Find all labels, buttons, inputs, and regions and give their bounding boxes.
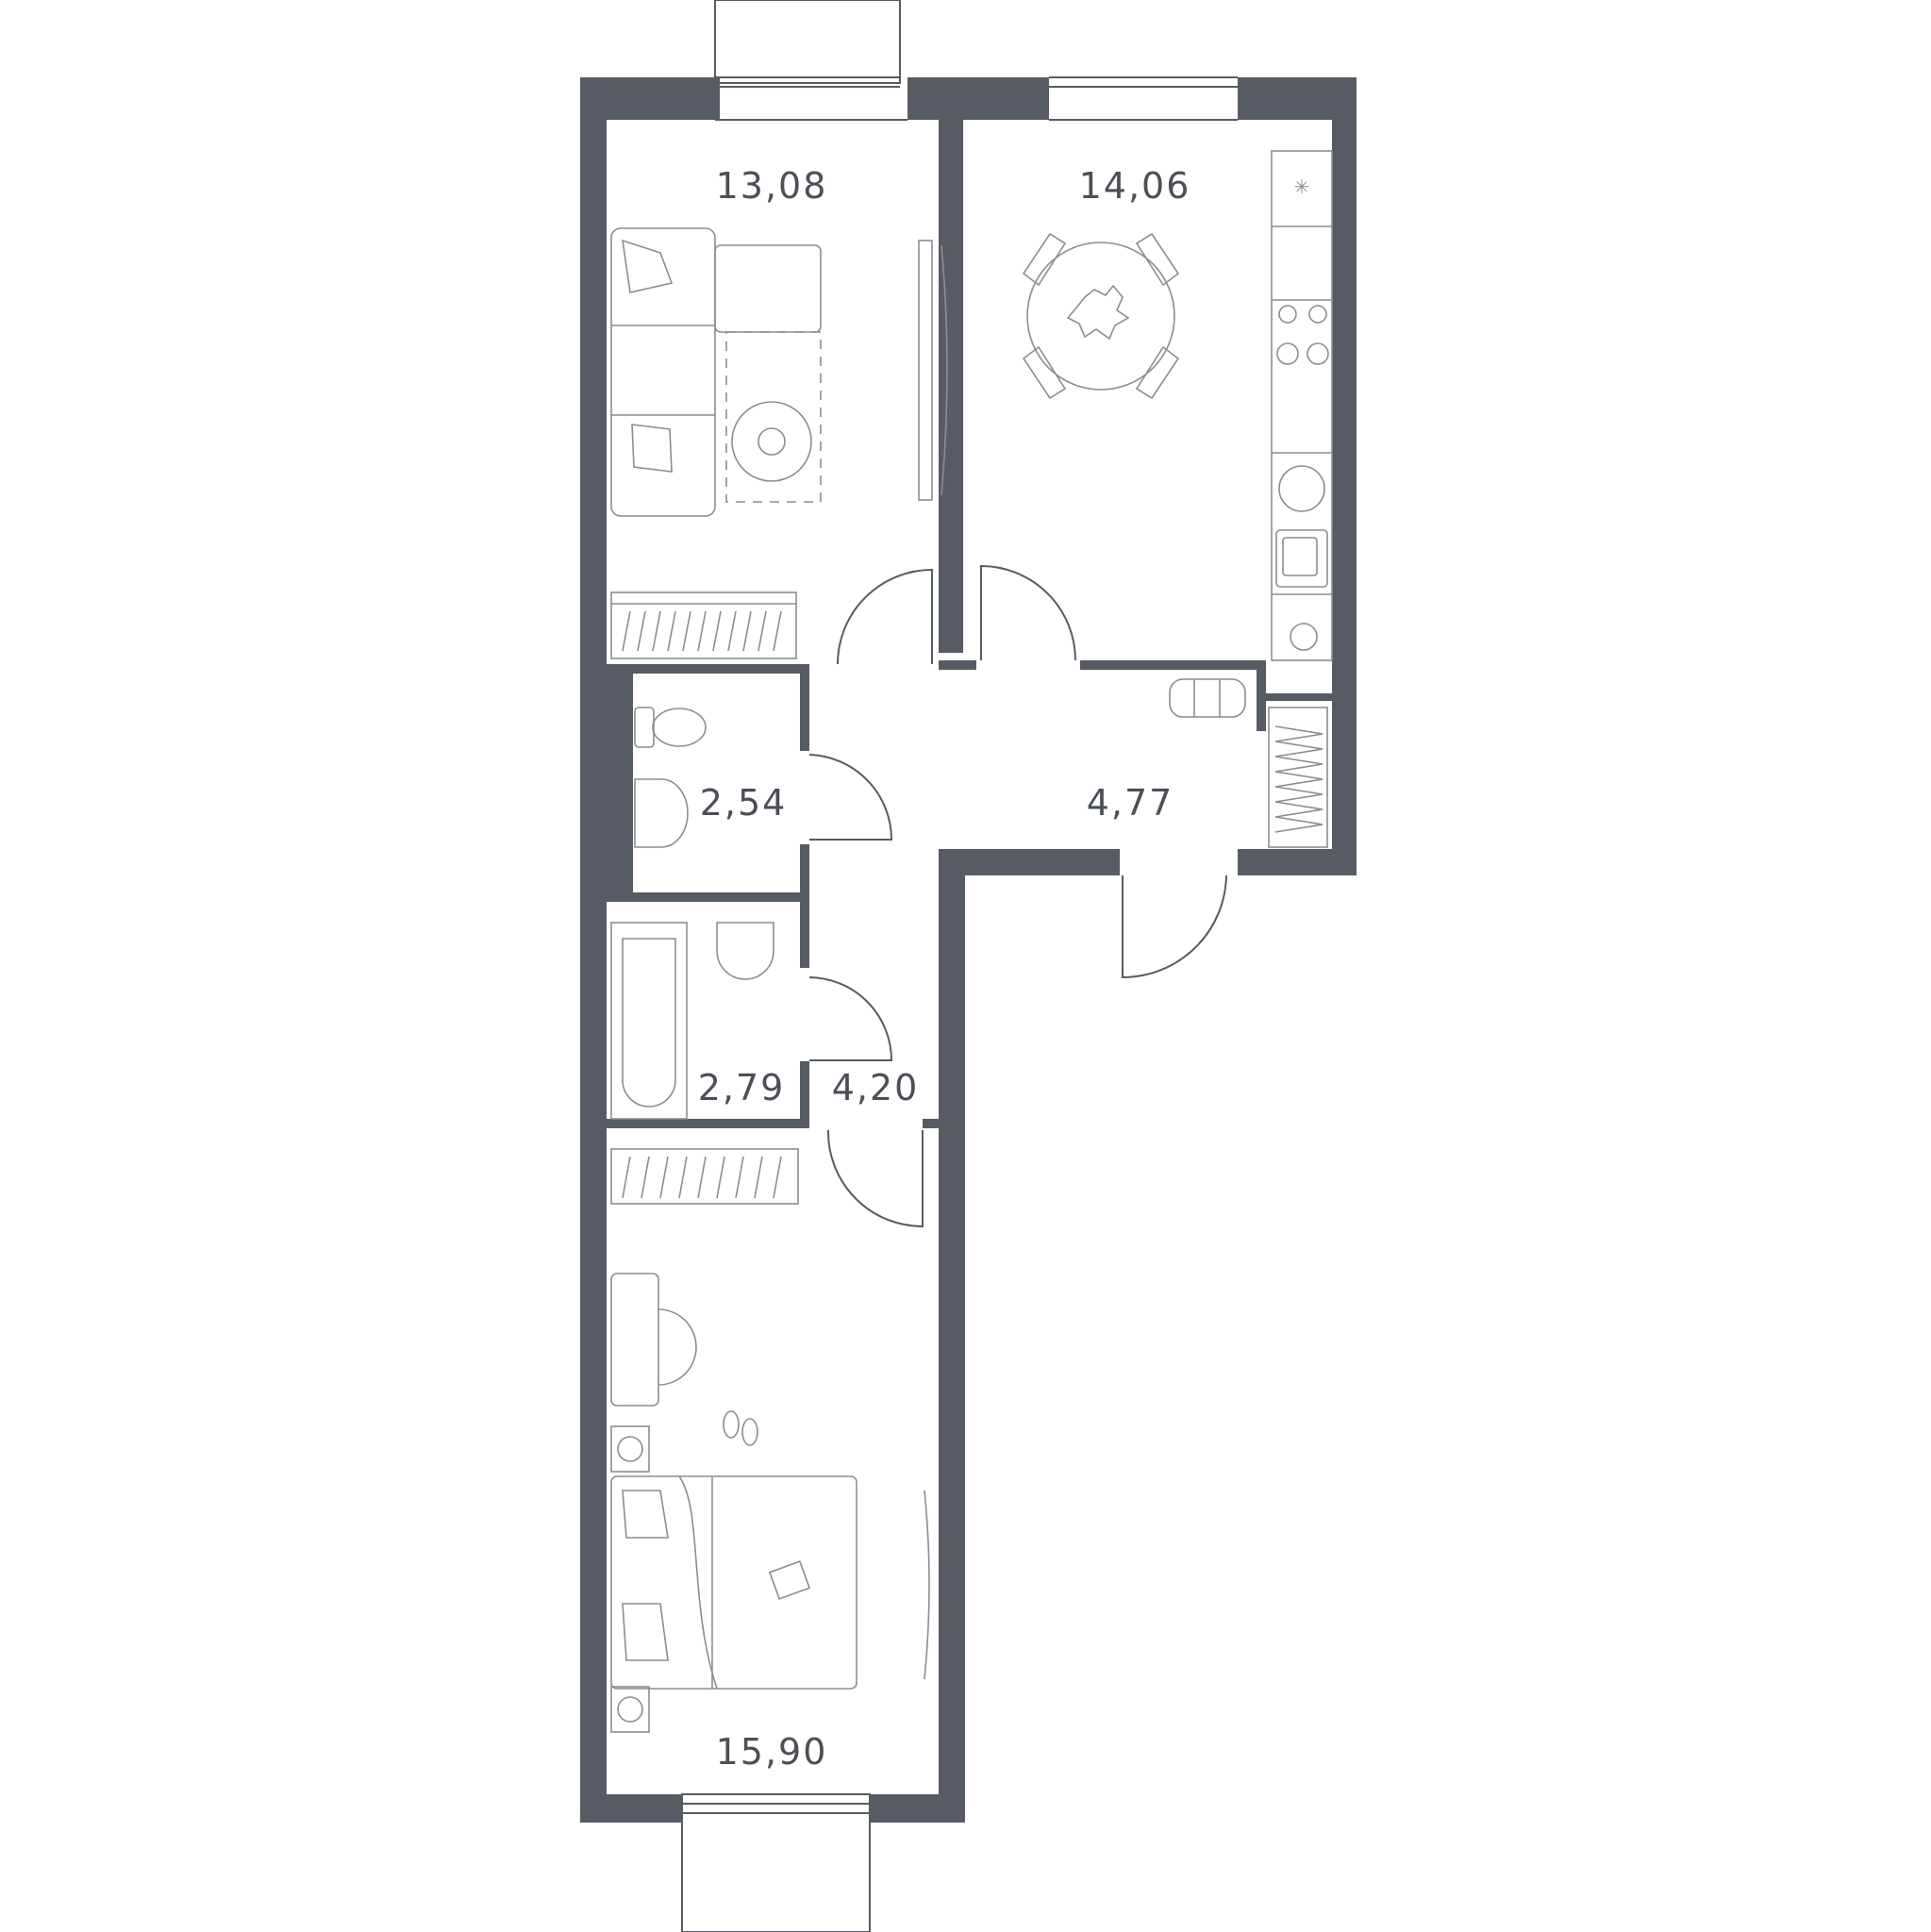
wall-corridor-right xyxy=(939,849,965,1823)
wall-kitchen-right xyxy=(1332,77,1357,874)
stove-icon xyxy=(1276,305,1329,365)
bathtub-icon xyxy=(610,922,688,1120)
wall-left xyxy=(580,77,607,1823)
area-bathroom: 2,79 xyxy=(698,1067,786,1108)
dishwasher-icon xyxy=(1290,623,1318,651)
wall-top-left xyxy=(580,77,720,120)
door-bathroom xyxy=(808,976,893,1061)
door-living xyxy=(837,568,933,665)
wall-toilet-right-a xyxy=(800,664,809,751)
bedroom-wardrobe-icon xyxy=(610,1148,799,1205)
wall-kitchen-bottom-a xyxy=(939,660,976,670)
door-toilet xyxy=(808,754,893,841)
area-living-room: 13,08 xyxy=(716,165,828,207)
area-hall: 4,77 xyxy=(1087,782,1174,824)
wall-kitchen-bottom-b xyxy=(1080,660,1264,670)
slippers-icon xyxy=(723,1410,758,1446)
window-bedroom xyxy=(681,1793,871,1932)
rug-icon xyxy=(725,331,822,503)
bath-sink-icon xyxy=(716,922,774,980)
walls xyxy=(580,77,1357,1823)
nightstand-icon xyxy=(610,1425,650,1733)
wall-hall-bottom-right xyxy=(1238,849,1357,875)
dining-table-icon xyxy=(1026,242,1175,391)
wall-bath-bottom xyxy=(607,1119,809,1128)
fridge-icon: ✳ xyxy=(1294,175,1310,198)
chair-icon xyxy=(1022,232,1180,400)
area-kitchen: 14,06 xyxy=(1079,165,1191,207)
desk-icon xyxy=(610,1273,697,1407)
kitchen-counter-icon xyxy=(1271,150,1333,661)
windows xyxy=(681,0,1238,1932)
door-bedroom xyxy=(826,1129,924,1228)
wall-bottom-left xyxy=(580,1794,682,1823)
door-entrance xyxy=(1122,874,1227,979)
window-kitchen xyxy=(1049,76,1238,121)
bedroom-tv-icon xyxy=(924,1490,930,1680)
area-toilet: 2,54 xyxy=(700,782,788,824)
wall-bottom-right xyxy=(870,1794,965,1823)
sink-icon xyxy=(1275,529,1328,588)
wall-living-kitchen xyxy=(939,77,963,653)
toilet-sink-icon xyxy=(634,778,689,848)
toilet-icon xyxy=(634,707,707,748)
wall-hall-closet-top xyxy=(1257,693,1357,701)
area-labels: 13,08 14,06 2,54 4,77 2,79 4,20 15,90 xyxy=(698,165,1191,1773)
area-corridor: 4,20 xyxy=(832,1067,920,1108)
tv-unit-icon xyxy=(918,240,948,501)
wardrobe-icon xyxy=(610,591,797,659)
window-living xyxy=(714,0,907,121)
area-bedroom: 15,90 xyxy=(716,1731,828,1773)
wall-corridor-stub xyxy=(923,1119,965,1128)
wall-toilet-bottom xyxy=(607,892,807,902)
hall-closet-icon xyxy=(1268,707,1328,848)
coffee-table-icon xyxy=(731,401,812,482)
wall-toilet-left xyxy=(607,674,633,892)
furniture: ✳ xyxy=(610,150,1333,1733)
door-kitchen xyxy=(980,564,1076,661)
wall-top-mid xyxy=(907,77,1049,120)
svg-text:✳: ✳ xyxy=(1294,175,1310,198)
wall-bath-right-a xyxy=(800,902,809,968)
doors xyxy=(808,564,1227,1228)
sofa-icon xyxy=(610,227,822,517)
wall-living-bottom-a xyxy=(580,664,807,674)
wall-bath-right-b xyxy=(800,1061,809,1127)
wall-hall-bottom-left xyxy=(939,849,1120,875)
shoe-rack-icon xyxy=(1169,678,1246,718)
bed-icon xyxy=(610,1475,857,1690)
washer-icon xyxy=(1278,465,1325,512)
